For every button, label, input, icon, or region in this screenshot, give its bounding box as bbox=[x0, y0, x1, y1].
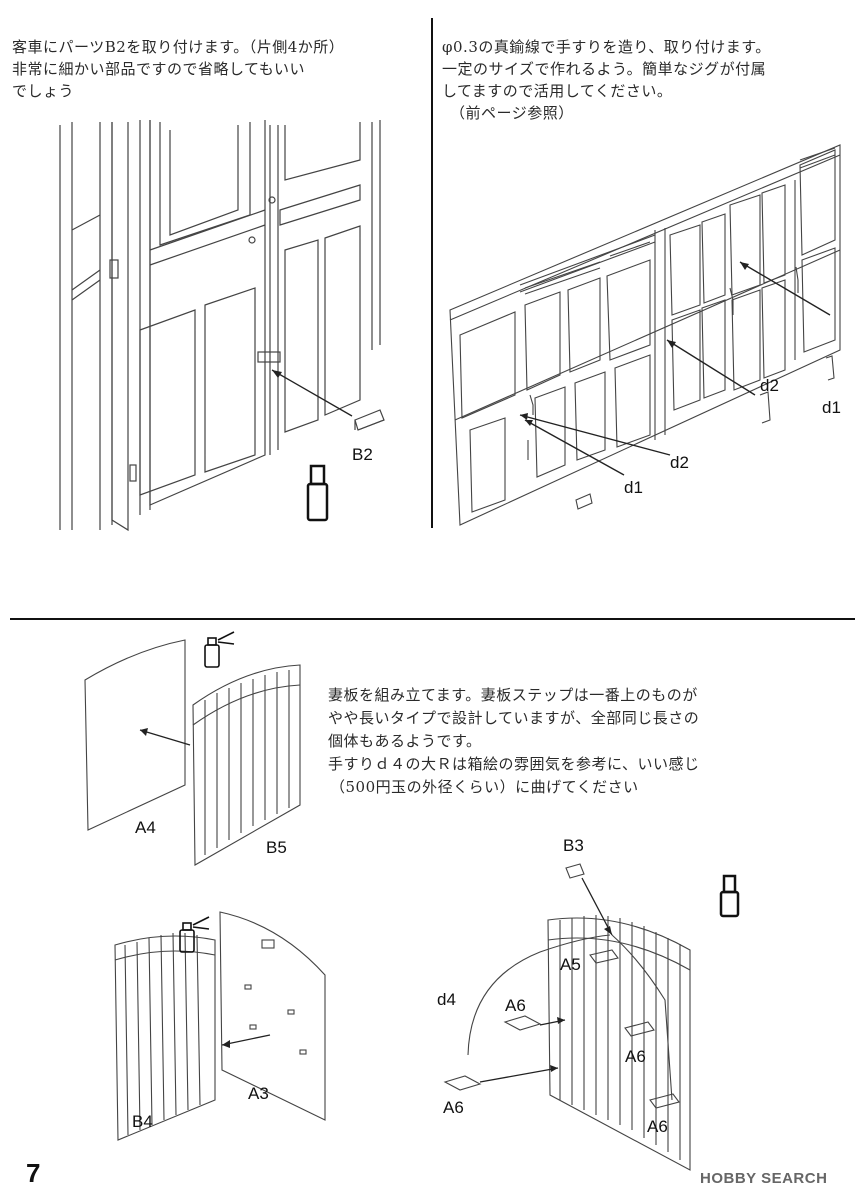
step1-line-3: でしょう bbox=[12, 82, 75, 100]
step3-line-3: 個体もあるようです。 bbox=[328, 732, 482, 750]
vertical-divider bbox=[431, 18, 433, 528]
step3-line-4: 手すりｄ４の大Ｒは箱絵の雰囲気を参考に、いい感じ bbox=[328, 755, 700, 773]
step1-line-2: 非常に細かい部品ですので省略してもいい bbox=[12, 60, 306, 78]
step3-line-1: 妻板を組み立てます。妻板ステップは一番上のものが bbox=[328, 686, 698, 704]
label-a6-lower-right: A6 bbox=[647, 1117, 668, 1136]
label-d2-lower: d2 bbox=[670, 453, 689, 472]
page-number: 7 bbox=[26, 1158, 41, 1188]
spray-icon-2 bbox=[179, 916, 210, 953]
step2-line-2: 一定のサイズで作れるよう。簡単なジグが付属 bbox=[442, 60, 767, 78]
glue-bottle-icon-2 bbox=[719, 874, 740, 918]
label-d1-upper: d1 bbox=[822, 398, 841, 417]
step2-line-1: φ0.3の真鍮線で手すりを造り、取り付けます。 bbox=[442, 38, 771, 56]
label-a6-lower-left: A6 bbox=[443, 1098, 464, 1117]
label-b4: B4 bbox=[132, 1112, 153, 1131]
label-d2-upper: d2 bbox=[760, 376, 779, 395]
horizontal-divider bbox=[10, 618, 855, 620]
step3-line-5: （500円玉の外径くらい）に曲げてください bbox=[330, 778, 639, 796]
step2-line-3: してますので活用してください。 bbox=[442, 82, 673, 100]
label-a6-upper-left: A6 bbox=[505, 996, 526, 1015]
step2-line-4: （前ページ参照） bbox=[450, 104, 574, 122]
label-b3: B3 bbox=[563, 836, 584, 855]
label-b5: B5 bbox=[266, 838, 287, 857]
glue-bottle-icon-1 bbox=[306, 464, 329, 522]
spray-icon-1 bbox=[204, 631, 235, 668]
watermark: HOBBY SEARCH bbox=[700, 1170, 828, 1187]
step3-line-2: やや長いタイプで設計していますが、全部同じ長さの bbox=[328, 709, 700, 727]
step1-line-1: 客車にパーツB2を取り付けます。（片側4か所） bbox=[12, 38, 345, 56]
label-d4: d4 bbox=[437, 990, 456, 1009]
label-a5: A5 bbox=[560, 955, 581, 974]
label-d1-lower: d1 bbox=[624, 478, 643, 497]
label-b2: B2 bbox=[352, 445, 373, 464]
label-a4: A4 bbox=[135, 818, 156, 837]
label-a3: A3 bbox=[248, 1084, 269, 1103]
label-a6-right-middle: A6 bbox=[625, 1047, 646, 1066]
